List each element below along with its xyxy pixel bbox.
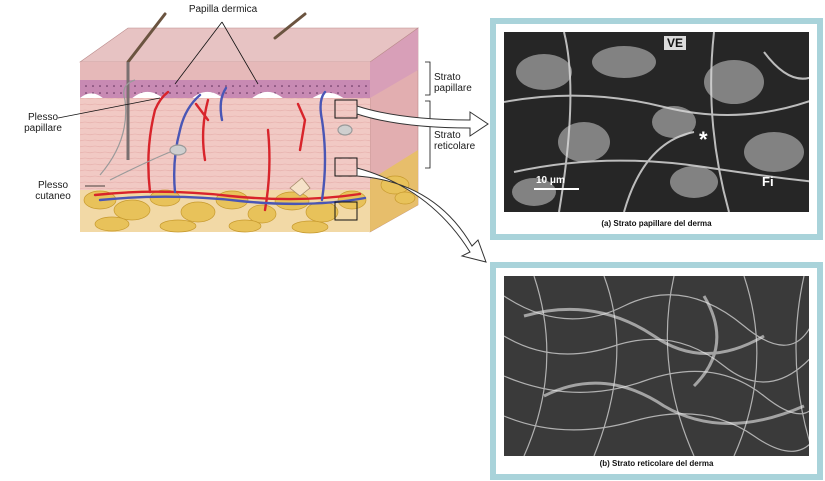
label-papilla-dermica: Papilla dermica	[188, 4, 258, 15]
micrograph-reticular	[504, 276, 809, 456]
label-strato-papillare: Strato papillare	[434, 72, 472, 94]
tag-fi: Fi	[762, 174, 774, 189]
panel-papillary-micrograph: VE * Fi 10 μm (a) Strato papillare del d…	[490, 18, 823, 240]
tag-asterisk: *	[699, 127, 708, 152]
epidermis-layer	[80, 62, 370, 80]
label-strato-reticolare: Strato reticolare	[434, 130, 476, 152]
hair-shafts	[126, 12, 307, 64]
caption-panel-a: (a) Strato papillare del derma	[601, 219, 712, 228]
tag-scale: 10 μm	[536, 175, 565, 186]
connector-arrows	[356, 105, 489, 263]
label-plesso-cutaneo: Plesso cutaneo	[35, 180, 71, 202]
label-plesso-papillare: Plesso papillare	[24, 112, 62, 134]
veins	[98, 86, 367, 206]
nerves	[99, 79, 353, 181]
tag-ve: VE	[664, 36, 687, 50]
leader-lines	[57, 21, 431, 187]
micrograph-papillary: VE * Fi 10 μm	[504, 32, 809, 212]
caption-panel-b: (b) Strato reticolare del derma	[599, 459, 714, 468]
panel-reticular-micrograph: (b) Strato reticolare del derma	[490, 262, 823, 480]
